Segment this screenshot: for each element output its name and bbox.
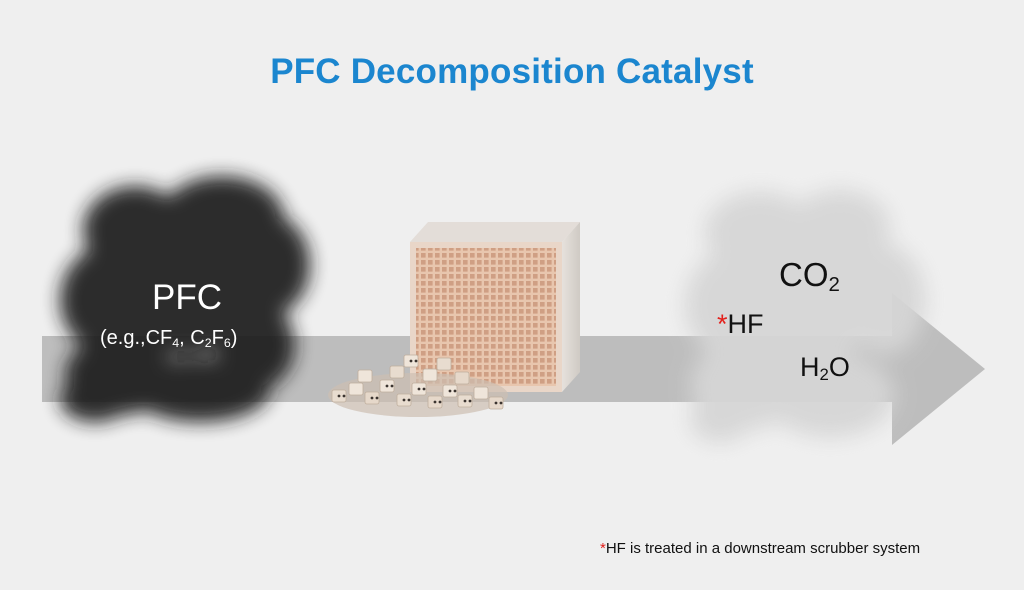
footnote: *HF is treated in a downstream scrubber … [600,540,921,557]
honeycomb-cube-icon [410,222,580,392]
output-hf-label: *HF [717,309,764,339]
catalyst-pellets-icon [328,354,508,417]
hf-asterisk: * [717,309,728,339]
light-smoke-cloud-icon [685,190,925,442]
input-gas-label: PFC [152,278,222,317]
input-gas-examples: (e.g.,CF4, C2F6) [100,327,238,351]
diagram-title: PFC Decomposition Catalyst [270,52,754,91]
output-h2o-label: H2O [800,352,850,385]
footnote-asterisk: * [600,540,606,557]
dark-smoke-cloud-icon [60,176,310,422]
output-co2-label: CO2 [779,256,840,297]
